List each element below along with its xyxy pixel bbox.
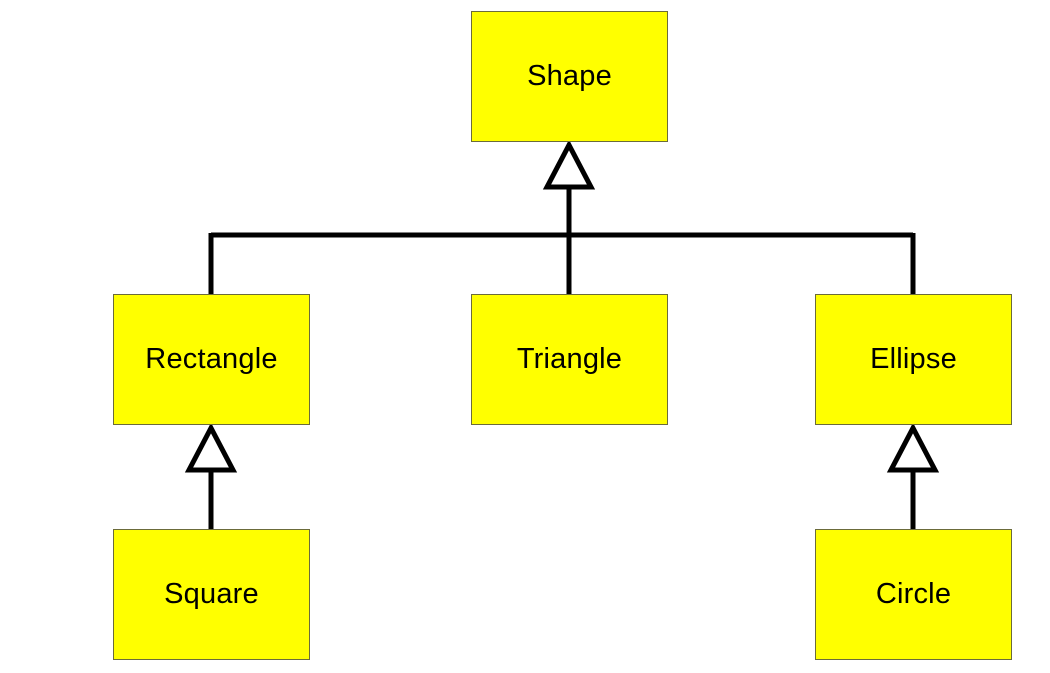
shape-generalization-arrowhead (542, 139, 596, 190)
ellipse-generalization-arrowhead (886, 422, 940, 473)
class-node-label: Shape (527, 60, 612, 92)
class-node-square[interactable]: Square (113, 529, 310, 660)
class-node-ellipse[interactable]: Ellipse (815, 294, 1012, 425)
class-node-rectangle[interactable]: Rectangle (113, 294, 310, 425)
class-node-label: Triangle (516, 343, 623, 375)
class-node-circle[interactable]: Circle (815, 529, 1012, 660)
class-node-label: Rectangle (145, 343, 278, 375)
class-node-shape[interactable]: Shape (471, 11, 668, 142)
generalization-arrowheads (184, 139, 940, 473)
connector-lines (208, 187, 916, 529)
rectangle-generalization-arrowhead (184, 422, 238, 473)
class-node-label: Square (164, 578, 259, 610)
class-node-label: Circle (875, 578, 952, 610)
class-node-label: Ellipse (870, 343, 957, 375)
class-node-triangle[interactable]: Triangle (471, 294, 668, 425)
